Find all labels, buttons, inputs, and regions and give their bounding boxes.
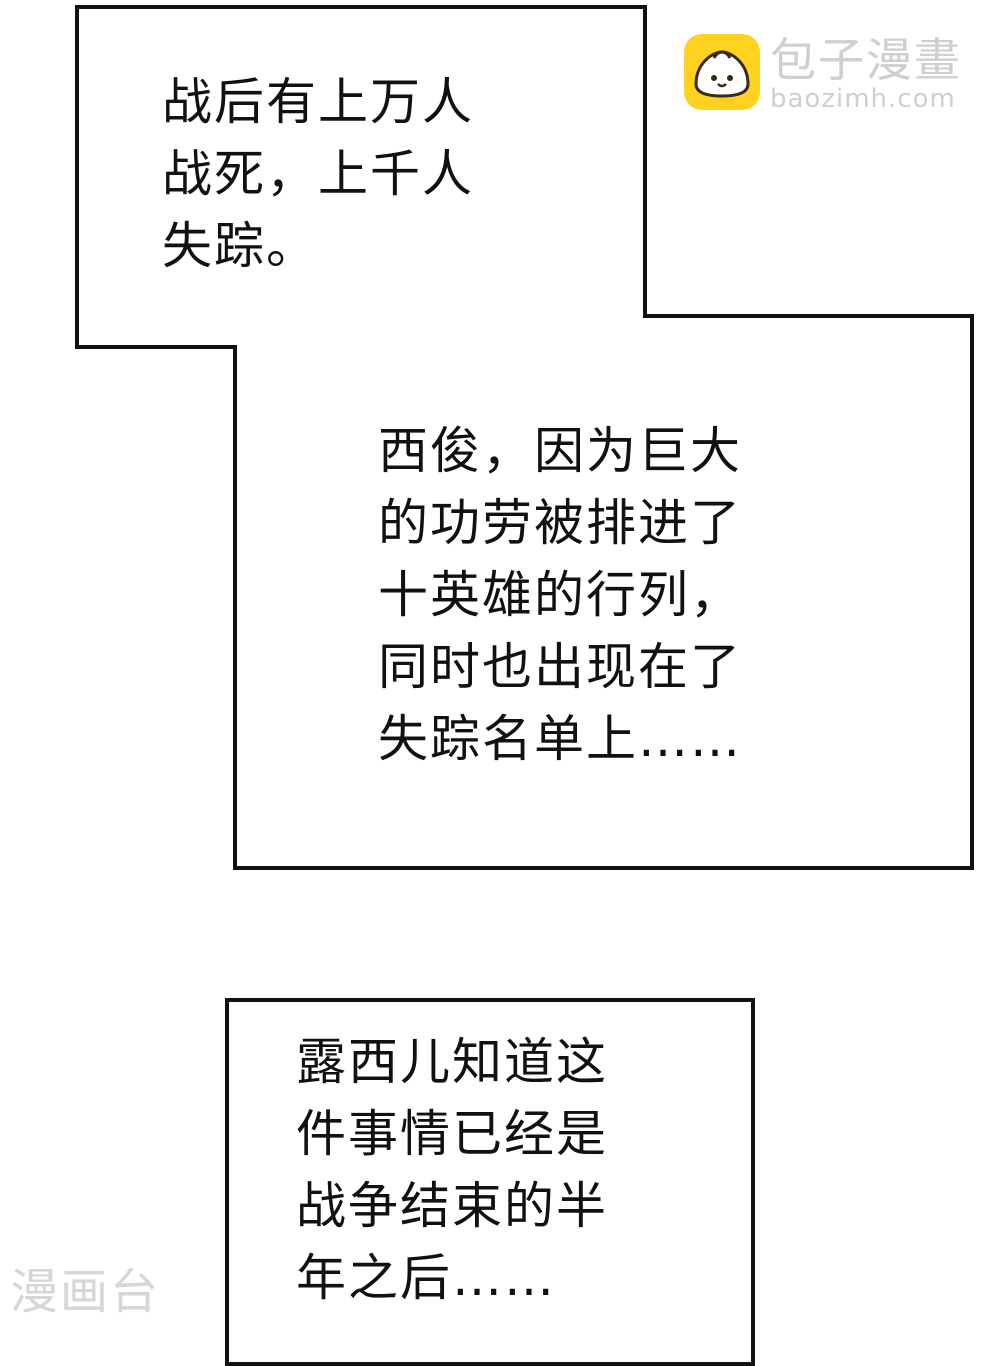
caption-text-2: 西俊，因为巨大 的功劳被排进了 十英雄的行列， 同时也出现在了 失踪名单上…… — [378, 422, 742, 768]
logo-title: 包子漫畫 — [770, 33, 962, 87]
caption-text-3: 露西儿知道这 件事情已经是 战争结束的半 年之后…… — [296, 1033, 608, 1307]
caption-text-1: 战后有上万人 战死，上千人 失踪。 — [162, 73, 474, 275]
caption-box-outline — [75, 5, 974, 870]
caption-box-3 — [225, 998, 755, 1366]
site-logo: 包子漫畫 baozimh.com — [684, 34, 984, 124]
logo-url: baozimh.com — [770, 84, 956, 114]
watermark: 漫画台 — [10, 1264, 161, 1320]
steamed-bun-icon — [684, 34, 760, 110]
